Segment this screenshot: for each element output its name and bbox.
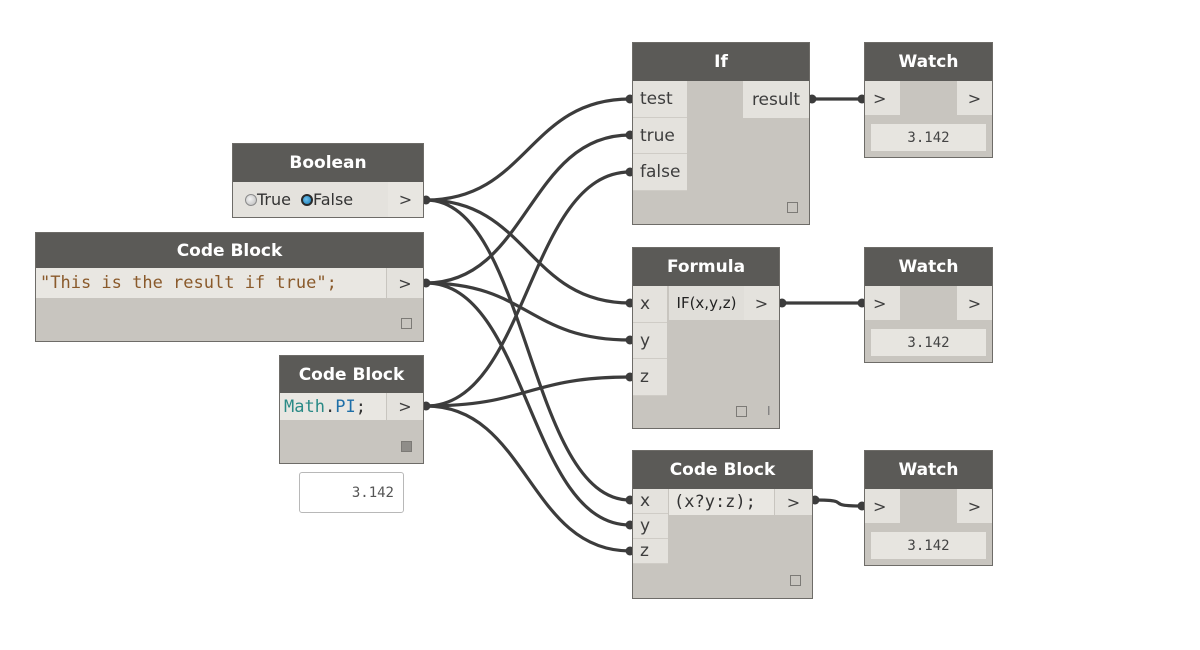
preview-toggle-icon[interactable]	[790, 575, 801, 586]
connector-wire[interactable]	[425, 281, 631, 527]
preview-toggle-icon[interactable]	[401, 318, 412, 329]
connector-wire[interactable]	[425, 404, 631, 553]
connector-wire[interactable]	[814, 498, 863, 508]
node-title: Watch	[865, 451, 992, 489]
input-port-test[interactable]: test	[633, 81, 687, 118]
node-title: Watch	[865, 43, 992, 81]
code-member: PI	[335, 396, 356, 417]
input-port-y[interactable]: y	[633, 514, 668, 539]
input-port-false[interactable]: false	[633, 154, 687, 191]
node-title: Code Block	[280, 356, 423, 393]
preview-toggle-icon[interactable]	[787, 202, 798, 213]
node-title: Watch	[865, 248, 992, 286]
watch-value: 3.142	[871, 124, 986, 151]
connector-wire[interactable]	[425, 133, 631, 285]
output-port[interactable]: >	[775, 489, 812, 515]
output-port[interactable]: >	[387, 393, 423, 420]
output-port[interactable]: >	[388, 182, 423, 217]
preview-bubble: 3.142	[299, 472, 404, 513]
node-title: Code Block	[633, 451, 812, 489]
node-title: Formula	[633, 248, 779, 286]
watch-value: 3.142	[871, 532, 986, 559]
watch-node[interactable]: Watch > > 3.142	[864, 42, 993, 158]
radio-on-icon	[300, 193, 313, 206]
input-port[interactable]: >	[865, 286, 900, 320]
input-port-z[interactable]: z	[633, 359, 667, 396]
input-port-x[interactable]: x	[633, 489, 668, 514]
input-port-y[interactable]: y	[633, 323, 667, 359]
connector-wire[interactable]	[425, 281, 631, 342]
output-port-result[interactable]: result	[743, 81, 809, 118]
connector-wire[interactable]	[425, 97, 631, 202]
watch-node[interactable]: Watch > > 3.142	[864, 450, 993, 566]
input-port-z[interactable]: z	[633, 539, 668, 564]
code-block-string-node[interactable]: Code Block "This is the result if true";…	[35, 232, 424, 342]
node-title: Boolean	[233, 144, 423, 182]
boolean-node[interactable]: Boolean True False >	[232, 143, 424, 218]
connector-wire[interactable]	[425, 198, 631, 502]
if-node[interactable]: If test true false result	[632, 42, 810, 225]
connector-wire[interactable]	[425, 375, 631, 408]
code-class: Math	[284, 396, 325, 417]
radio-false[interactable]: False	[300, 190, 354, 209]
connector-wire[interactable]	[425, 198, 631, 305]
formula-expression[interactable]: IF(x,y,z)	[669, 286, 744, 320]
boolean-toggle: True False	[233, 182, 388, 217]
output-port[interactable]: >	[957, 286, 992, 320]
input-port-true[interactable]: true	[633, 118, 687, 154]
code-dot: .	[324, 396, 336, 417]
output-port[interactable]: >	[957, 81, 992, 115]
code-editor[interactable]: Math.PI;	[280, 393, 386, 420]
output-port[interactable]: >	[957, 489, 992, 523]
watch-value: 3.142	[871, 329, 986, 356]
formula-node[interactable]: Formula x y z IF(x,y,z) > I	[632, 247, 780, 429]
input-port[interactable]: >	[865, 81, 900, 115]
code-block-ternary-node[interactable]: Code Block x y z (x?y:z); >	[632, 450, 813, 599]
watch-node[interactable]: Watch > > 3.142	[864, 247, 993, 363]
code-editor[interactable]: (x?y:z);	[669, 489, 774, 515]
radio-true[interactable]: True	[245, 190, 291, 209]
preview-toggle-icon[interactable]	[736, 406, 747, 417]
input-port[interactable]: >	[865, 489, 900, 523]
output-port[interactable]: >	[744, 286, 779, 320]
code-end: ;	[355, 396, 366, 417]
input-port-x[interactable]: x	[633, 286, 667, 323]
preview-toggle-icon[interactable]	[401, 441, 412, 452]
output-port[interactable]: >	[387, 268, 423, 298]
node-title: Code Block	[36, 233, 423, 268]
code-block-pi-node[interactable]: Code Block Math.PI; >	[279, 355, 424, 464]
code-editor[interactable]: "This is the result if true";	[36, 268, 386, 298]
radio-true-label: True	[257, 190, 291, 209]
radio-false-label: False	[312, 190, 354, 209]
node-title: If	[633, 43, 809, 81]
connector-wire[interactable]	[425, 170, 631, 408]
resize-handle[interactable]: I	[767, 404, 771, 418]
radio-off-icon	[245, 193, 257, 206]
